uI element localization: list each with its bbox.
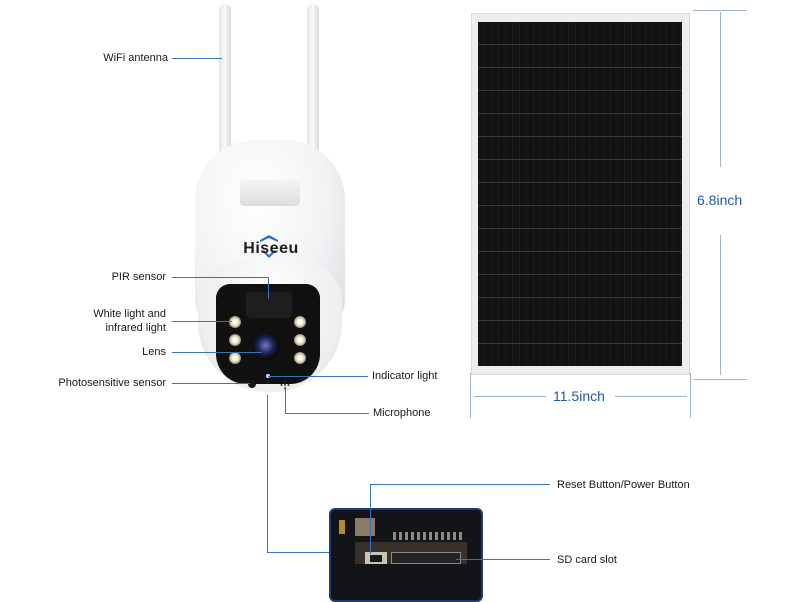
callout-line bbox=[285, 413, 369, 414]
circuit-board-inset bbox=[329, 508, 483, 602]
led-icon bbox=[229, 352, 241, 364]
reset-button-knob bbox=[370, 555, 382, 562]
sd-card-slot-icon bbox=[391, 552, 461, 564]
width-dimension-label: 11.5inch bbox=[553, 388, 605, 404]
label-lens: Lens bbox=[142, 346, 166, 358]
led-icon bbox=[294, 316, 306, 328]
label-indicator-light: Indicator light bbox=[372, 370, 438, 382]
label-microphone: Microphone bbox=[373, 407, 431, 419]
dimension-line-horizontal bbox=[474, 396, 546, 397]
brand-logo: Hiseeu bbox=[236, 232, 306, 264]
label-wifi-antenna: WiFi antenna bbox=[103, 52, 168, 64]
lens-icon bbox=[252, 332, 282, 362]
wifi-antenna-left bbox=[219, 4, 231, 164]
label-photosensitive-sensor: Photosensitive sensor bbox=[58, 377, 166, 389]
callout-line bbox=[370, 484, 371, 554]
callout-line bbox=[267, 395, 268, 552]
board-component bbox=[339, 520, 345, 534]
callout-line bbox=[268, 376, 368, 377]
callout-line bbox=[172, 321, 232, 322]
callout-line bbox=[172, 277, 269, 278]
microphone-icon bbox=[280, 377, 290, 390]
photosensitive-sensor-icon bbox=[248, 380, 256, 388]
label-white-light-line2: infrared light bbox=[105, 322, 166, 334]
dimension-tick-top bbox=[693, 10, 747, 11]
dimension-tick-right bbox=[690, 373, 691, 418]
dimension-line-vertical bbox=[720, 235, 721, 375]
label-pir-sensor: PIR sensor bbox=[111, 271, 166, 283]
height-dimension-label: 6.8inch bbox=[697, 192, 743, 208]
dimension-tick-left bbox=[470, 373, 471, 418]
callout-line bbox=[285, 387, 286, 413]
callout-line bbox=[172, 352, 262, 353]
label-white-light-line1: White light and bbox=[93, 308, 166, 320]
solar-panel bbox=[478, 22, 682, 366]
led-icon bbox=[294, 352, 306, 364]
callout-line bbox=[172, 383, 250, 384]
led-icon bbox=[294, 334, 306, 346]
led-icon bbox=[229, 316, 241, 328]
led-icon bbox=[229, 334, 241, 346]
wifi-antenna-right bbox=[307, 4, 319, 164]
board-connector bbox=[355, 518, 375, 536]
callout-line bbox=[172, 58, 222, 59]
shield-logo-icon bbox=[260, 235, 278, 258]
callout-line bbox=[267, 552, 331, 553]
callout-line bbox=[268, 277, 269, 299]
callout-line bbox=[370, 484, 550, 485]
label-sd-card-slot: SD card slot bbox=[557, 554, 617, 566]
label-reset-button: Reset Button/Power Button bbox=[557, 479, 690, 491]
brand-name: Hiseeu bbox=[243, 240, 299, 257]
dimension-line-vertical bbox=[720, 12, 721, 167]
dome-clip bbox=[240, 180, 300, 206]
pir-window bbox=[246, 292, 292, 318]
board-chips bbox=[393, 532, 463, 540]
dimension-line-horizontal bbox=[615, 396, 687, 397]
callout-line bbox=[456, 559, 550, 560]
dimension-tick-bottom bbox=[693, 379, 747, 380]
